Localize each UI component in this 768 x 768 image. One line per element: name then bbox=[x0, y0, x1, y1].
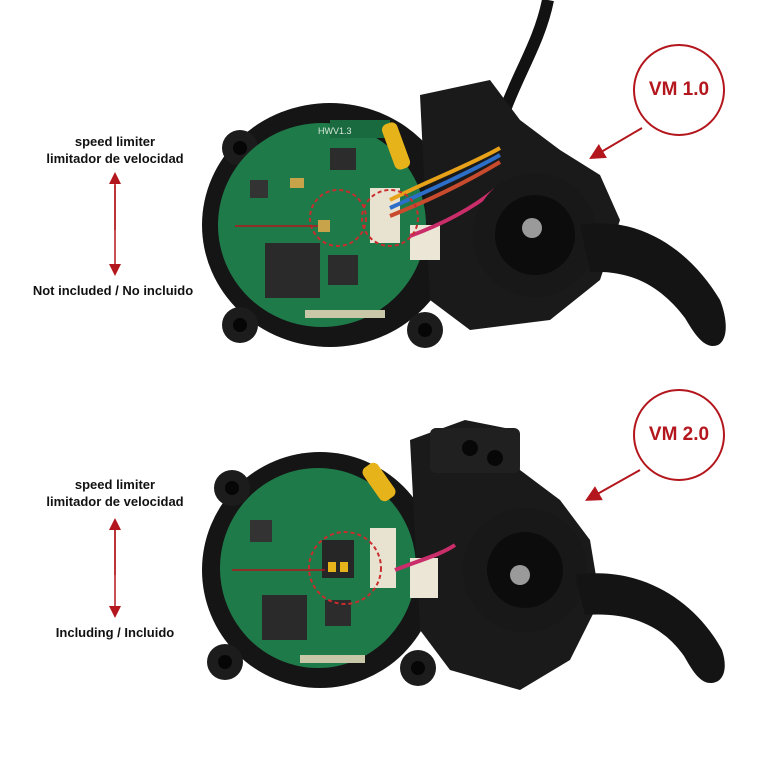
status-label-vm1: Not included / No incluido bbox=[32, 283, 194, 298]
label-en-vm1: speed limiter bbox=[74, 134, 156, 149]
speed-limiter-label-vm2: speed limiter limitador de velocidad bbox=[30, 476, 200, 510]
version-badge-vm1: VM 1.0 bbox=[633, 44, 725, 136]
throttle-lever-vm2 bbox=[575, 573, 725, 684]
screw bbox=[522, 218, 542, 238]
badge-arrow-vm1 bbox=[589, 127, 643, 160]
throttle-unit-vm2 bbox=[202, 420, 725, 690]
label-en-vm2: speed limiter bbox=[74, 477, 156, 492]
speed-limiter-label-vm1: speed limiter limitador de velocidad bbox=[30, 133, 200, 167]
throttle-lever-vm1 bbox=[580, 223, 726, 346]
label-es-vm2: limitador de velocidad bbox=[46, 494, 184, 509]
badge-arrow-vm2 bbox=[585, 469, 641, 501]
speed-limiter-highlight-vm2 bbox=[308, 531, 382, 605]
chip-main bbox=[265, 243, 320, 298]
connector-vm2 bbox=[370, 528, 396, 588]
speed-limiter-switch bbox=[322, 540, 354, 578]
label-es-vm1: limitador de velocidad bbox=[46, 151, 184, 166]
throttle-unit-vm1: HWV1.3 bbox=[202, 0, 726, 348]
version-badge-vm2: VM 2.0 bbox=[633, 389, 725, 481]
speed-limiter-highlight-vm1 bbox=[309, 189, 367, 247]
status-label-vm2: Including / Incluido bbox=[55, 625, 175, 640]
pcb-marking: HWV1.3 bbox=[318, 126, 352, 136]
